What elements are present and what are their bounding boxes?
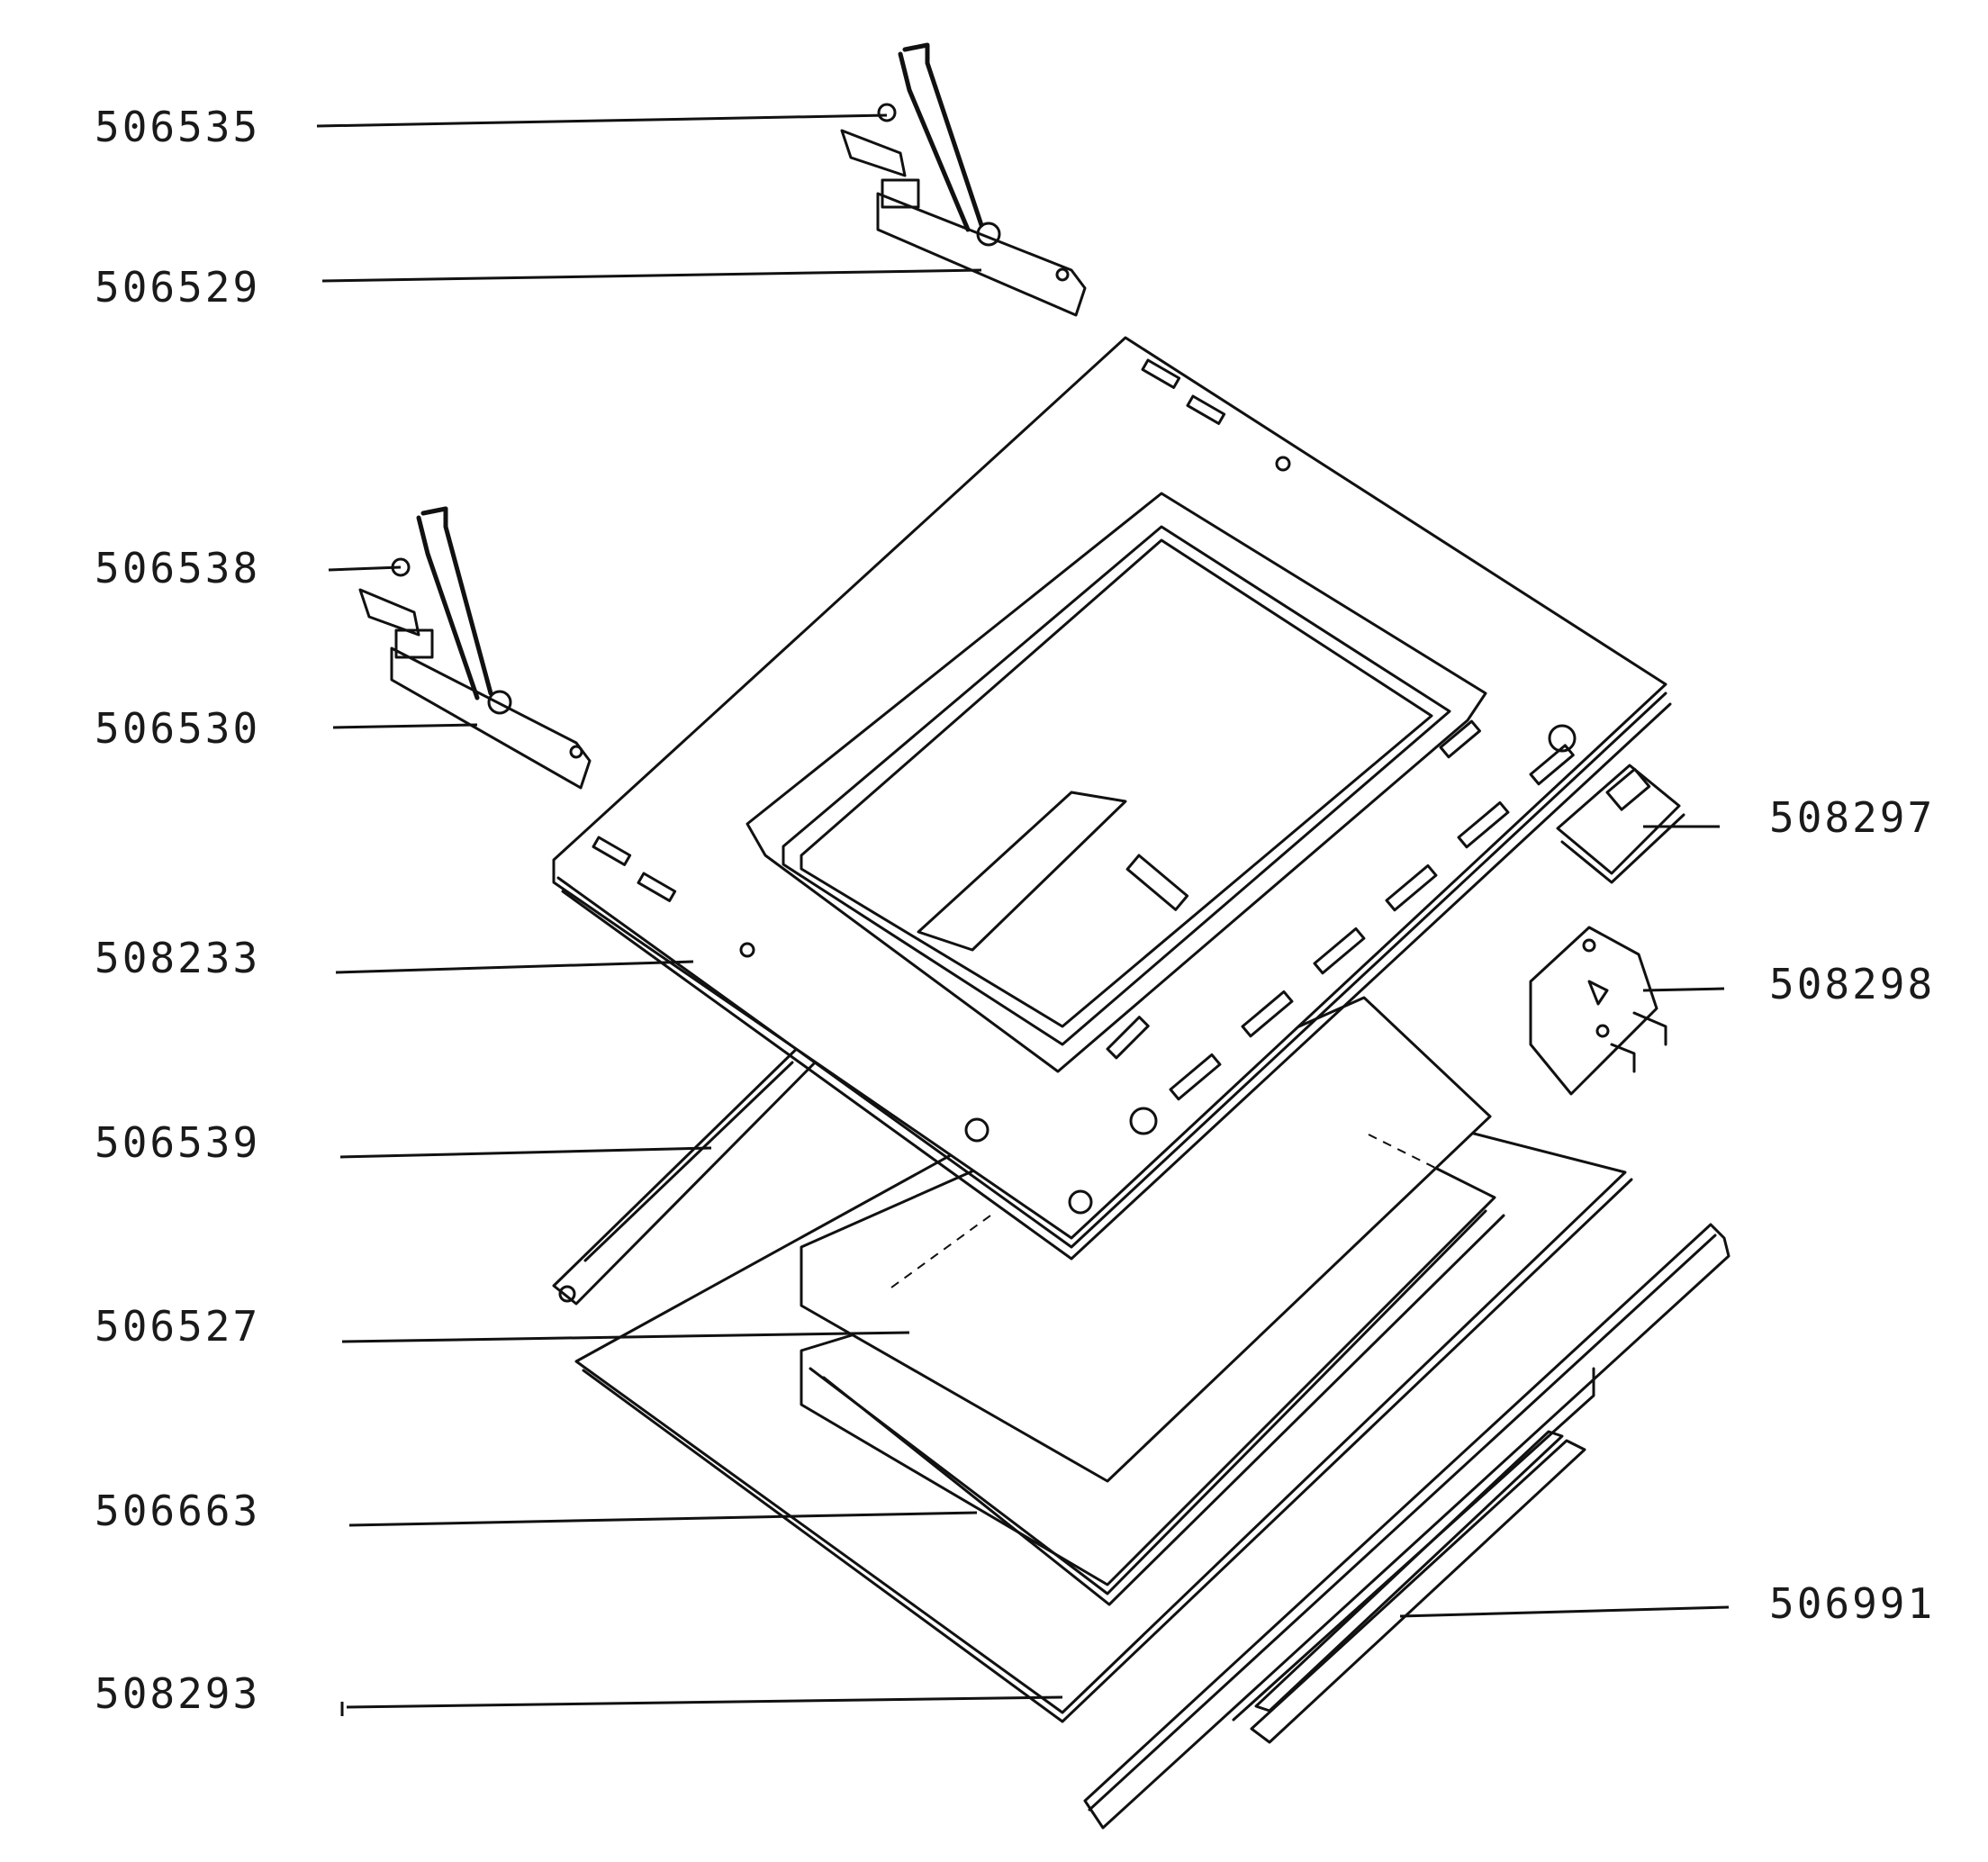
part-label-506663: 506663 bbox=[95, 1487, 261, 1535]
clip-upper bbox=[1556, 764, 1685, 884]
part-label-506530: 506530 bbox=[95, 704, 261, 753]
part-label-506539: 506539 bbox=[95, 1118, 261, 1167]
hinge-lower bbox=[358, 506, 592, 790]
bracket-lower bbox=[1529, 926, 1667, 1096]
part-label-506527: 506527 bbox=[95, 1302, 261, 1351]
part-label-506529: 506529 bbox=[95, 263, 261, 312]
part-label-506991: 506991 bbox=[1769, 1579, 1936, 1628]
part-label-508293: 508293 bbox=[95, 1669, 261, 1718]
hinge-upper bbox=[840, 42, 1087, 317]
part-label-508233: 508233 bbox=[95, 934, 261, 982]
part-label-508298: 508298 bbox=[1769, 960, 1936, 1008]
inner-door-panel bbox=[552, 336, 1672, 1261]
part-label-508297: 508297 bbox=[1769, 793, 1936, 842]
bottom-door-rail bbox=[1083, 1223, 1730, 1830]
part-label-506535: 506535 bbox=[95, 103, 261, 151]
leader-lines bbox=[316, 113, 1730, 1716]
part-label-506538: 506538 bbox=[95, 544, 261, 592]
